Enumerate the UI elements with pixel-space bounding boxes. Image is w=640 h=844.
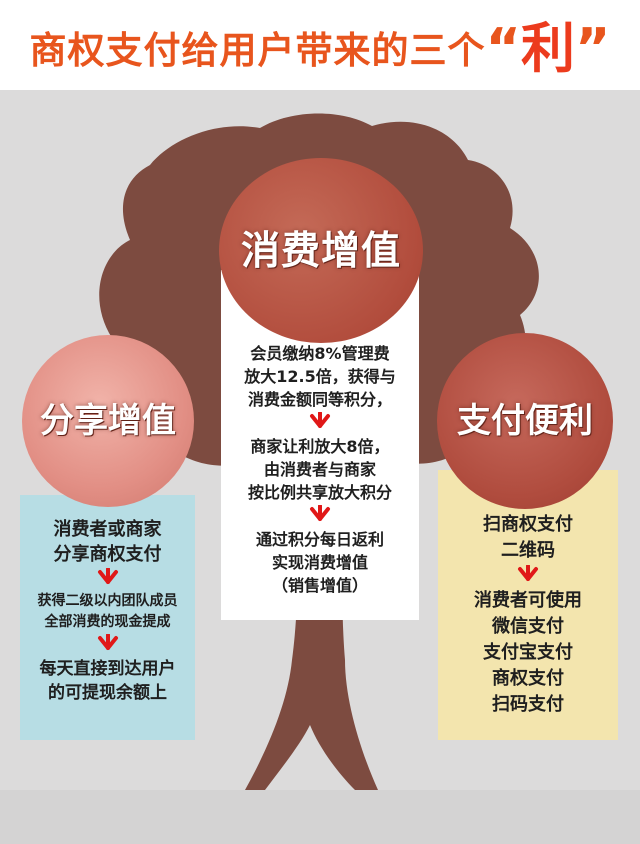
down-arrow-icon xyxy=(221,505,419,527)
text-line: 会员缴纳8%管理费 xyxy=(250,344,390,363)
payment-convenience-heading: 支付便利 xyxy=(457,401,593,441)
text-line: 的可提现余额上 xyxy=(48,683,167,703)
payment-convenience-circle: 支付便利 xyxy=(437,333,613,509)
text-line: 每天直接到达用户 xyxy=(39,659,176,679)
consumption-value-panel: 会员缴纳8%管理费 放大12.5倍，获得与 消费金额同等积分， 商家让利放大8倍… xyxy=(221,270,419,620)
text-line: 获得二级以内团队成员 xyxy=(37,593,178,609)
center-group-3: 通过积分每日返利 实现消费增值 （销售增值） xyxy=(221,528,419,597)
left-group-1: 消费者或商家 分享商权支付 xyxy=(20,517,195,567)
ground-band xyxy=(0,790,640,844)
down-arrow-icon xyxy=(20,568,195,590)
consumption-value-heading: 消费增值 xyxy=(240,229,401,274)
page-title: 商权支付给用户带来的三个“利” xyxy=(0,0,640,90)
center-group-2: 商家让利放大8倍， 由消费者与商家 按比例共享放大积分 xyxy=(221,435,419,504)
title-open-quote: “ xyxy=(485,17,522,80)
text-line: 支付宝支付 xyxy=(483,642,573,663)
title-close-quote: ” xyxy=(575,17,611,80)
title-main-text: 商权支付给用户带来的三个 xyxy=(29,29,486,72)
down-arrow-icon xyxy=(221,412,419,434)
share-value-heading: 分享增值 xyxy=(40,401,176,441)
share-value-panel: 消费者或商家 分享商权支付 获得二级以内团队成员 全部消费的现金提成 每天直接到… xyxy=(20,495,195,740)
right-group-1: 扫商权支付 二维码 xyxy=(438,512,618,564)
title-highlight-char: 利 xyxy=(521,17,575,80)
text-line: 通过积分每日返利 xyxy=(255,530,384,549)
text-line: 由消费者与商家 xyxy=(263,460,376,479)
down-arrow-icon xyxy=(438,565,618,587)
text-line: 放大12.5倍，获得与 xyxy=(244,367,396,386)
left-group-3: 每天直接到达用户 的可提现余额上 xyxy=(20,657,195,705)
text-line: 扫码支付 xyxy=(492,694,564,715)
text-line: 实现消费增值 xyxy=(271,553,368,572)
text-line: 微信支付 xyxy=(492,616,564,637)
left-group-2: 获得二级以内团队成员 全部消费的现金提成 xyxy=(20,591,195,633)
share-value-circle: 分享增值 xyxy=(22,335,194,507)
text-line: （销售增值） xyxy=(271,576,368,595)
text-line: 二维码 xyxy=(501,540,555,561)
text-line: 商家让利放大8倍， xyxy=(250,437,390,456)
text-line: 消费者可使用 xyxy=(474,590,582,611)
text-line: 按比例共享放大积分 xyxy=(247,483,392,502)
text-line: 消费者或商家 xyxy=(53,519,162,540)
text-line: 全部消费的现金提成 xyxy=(44,614,171,630)
down-arrow-icon xyxy=(20,634,195,656)
center-group-1: 会员缴纳8%管理费 放大12.5倍，获得与 消费金额同等积分， xyxy=(221,342,419,411)
text-line: 扫商权支付 xyxy=(483,514,573,535)
text-line: 分享商权支付 xyxy=(53,544,162,565)
text-line: 商权支付 xyxy=(492,668,564,689)
right-group-2: 消费者可使用 微信支付 支付宝支付 商权支付 扫码支付 xyxy=(438,588,618,718)
payment-convenience-panel: 扫商权支付 二维码 消费者可使用 微信支付 支付宝支付 商权支付 扫码支付 xyxy=(438,470,618,740)
text-line: 消费金额同等积分， xyxy=(247,390,392,409)
consumption-value-circle: 消费增值 xyxy=(219,158,423,343)
